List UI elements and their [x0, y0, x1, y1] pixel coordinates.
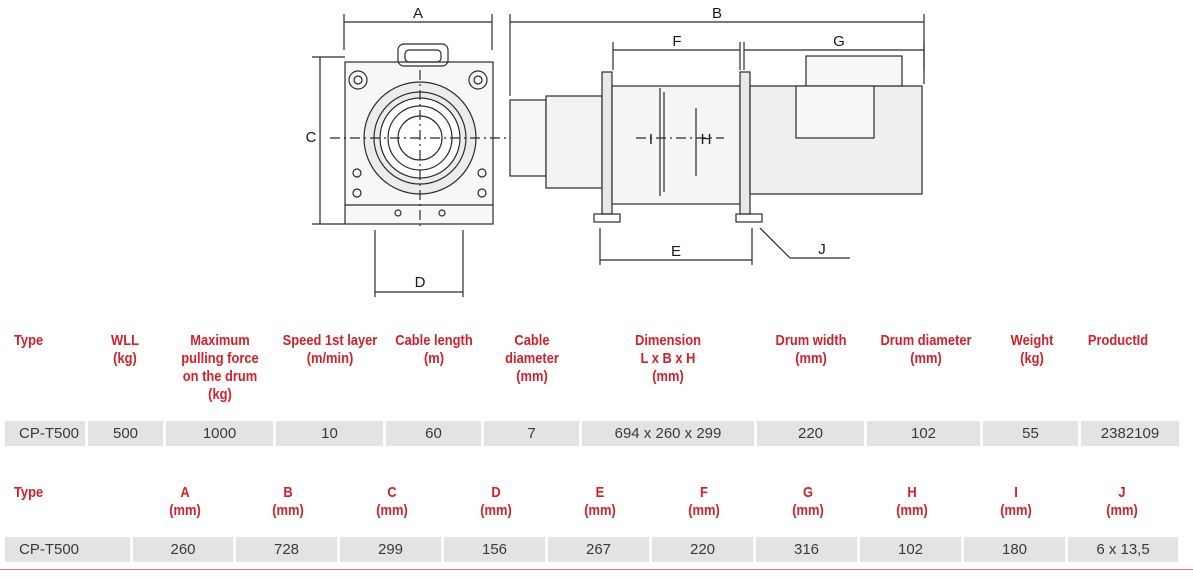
header-speed: Speed 1st layer (m/min): [282, 332, 378, 367]
cell-type: CP-T500: [5, 537, 130, 562]
cell-productid: 2382109: [1081, 421, 1179, 446]
header-productid: ProductId: [1087, 332, 1149, 349]
header-h: H (mm): [896, 484, 928, 519]
header-i: I (mm): [1000, 484, 1032, 519]
dim-label-h: H: [701, 131, 712, 148]
cell-dimension: 694 x 260 x 299: [582, 421, 754, 446]
cell-c: 299: [340, 537, 441, 562]
cell-e: 267: [548, 537, 649, 562]
header-d: D (mm): [480, 484, 512, 519]
cell-i: 180: [964, 537, 1065, 562]
header-j: J (mm): [1106, 484, 1138, 519]
winch-technical-drawing: A B C D E F G H I J: [306, 5, 925, 297]
cell-drum-width: 220: [757, 421, 864, 446]
cell-pulling-force: 1000: [166, 421, 273, 446]
cell-wll: 500: [88, 421, 163, 446]
cell-speed: 10: [276, 421, 383, 446]
header-f: F (mm): [688, 484, 720, 519]
dim-label-c: C: [306, 129, 317, 146]
header-b: B (mm): [272, 484, 304, 519]
cell-g: 316: [756, 537, 857, 562]
header-wll: WLL (kg): [111, 332, 139, 367]
header-weight: Weight (kg): [1010, 332, 1054, 367]
header-g: G (mm): [792, 484, 824, 519]
cell-b: 728: [236, 537, 337, 562]
dim-label-d: D: [415, 274, 426, 291]
dim-label-i: I: [649, 131, 653, 148]
dim-label-b: B: [712, 5, 722, 22]
header-a: A (mm): [169, 484, 201, 519]
dim-label-g: G: [833, 33, 845, 50]
header-type: Type: [14, 332, 44, 349]
header-type: Type: [14, 484, 44, 501]
cell-j: 6 x 13,5: [1068, 537, 1178, 562]
cell-cable-length: 60: [386, 421, 481, 446]
header-cable-length: Cable length (m): [395, 332, 473, 367]
header-dimension: Dimension L x B x H (mm): [635, 332, 701, 385]
dim-label-a: A: [413, 5, 423, 22]
bottom-rule: [0, 569, 1193, 570]
header-cable-diameter: Cable diameter (mm): [505, 332, 559, 385]
header-pulling-force: Maximum pulling force on the drum (kg): [181, 332, 259, 403]
cell-a: 260: [133, 537, 233, 562]
cell-h: 102: [860, 537, 961, 562]
cell-d: 156: [444, 537, 545, 562]
cell-f: 220: [652, 537, 753, 562]
header-e: E (mm): [584, 484, 616, 519]
header-c: C (mm): [376, 484, 408, 519]
header-drum-diameter: Drum diameter (mm): [880, 332, 972, 367]
cell-type: CP-T500: [5, 421, 85, 446]
dim-label-e: E: [671, 243, 681, 260]
cell-cable-diameter: 7: [484, 421, 579, 446]
cell-weight: 55: [983, 421, 1078, 446]
cell-drum-diameter: 102: [867, 421, 980, 446]
header-drum-width: Drum width (mm): [775, 332, 847, 367]
dim-label-j: J: [818, 241, 826, 258]
dim-label-f: F: [672, 33, 681, 50]
